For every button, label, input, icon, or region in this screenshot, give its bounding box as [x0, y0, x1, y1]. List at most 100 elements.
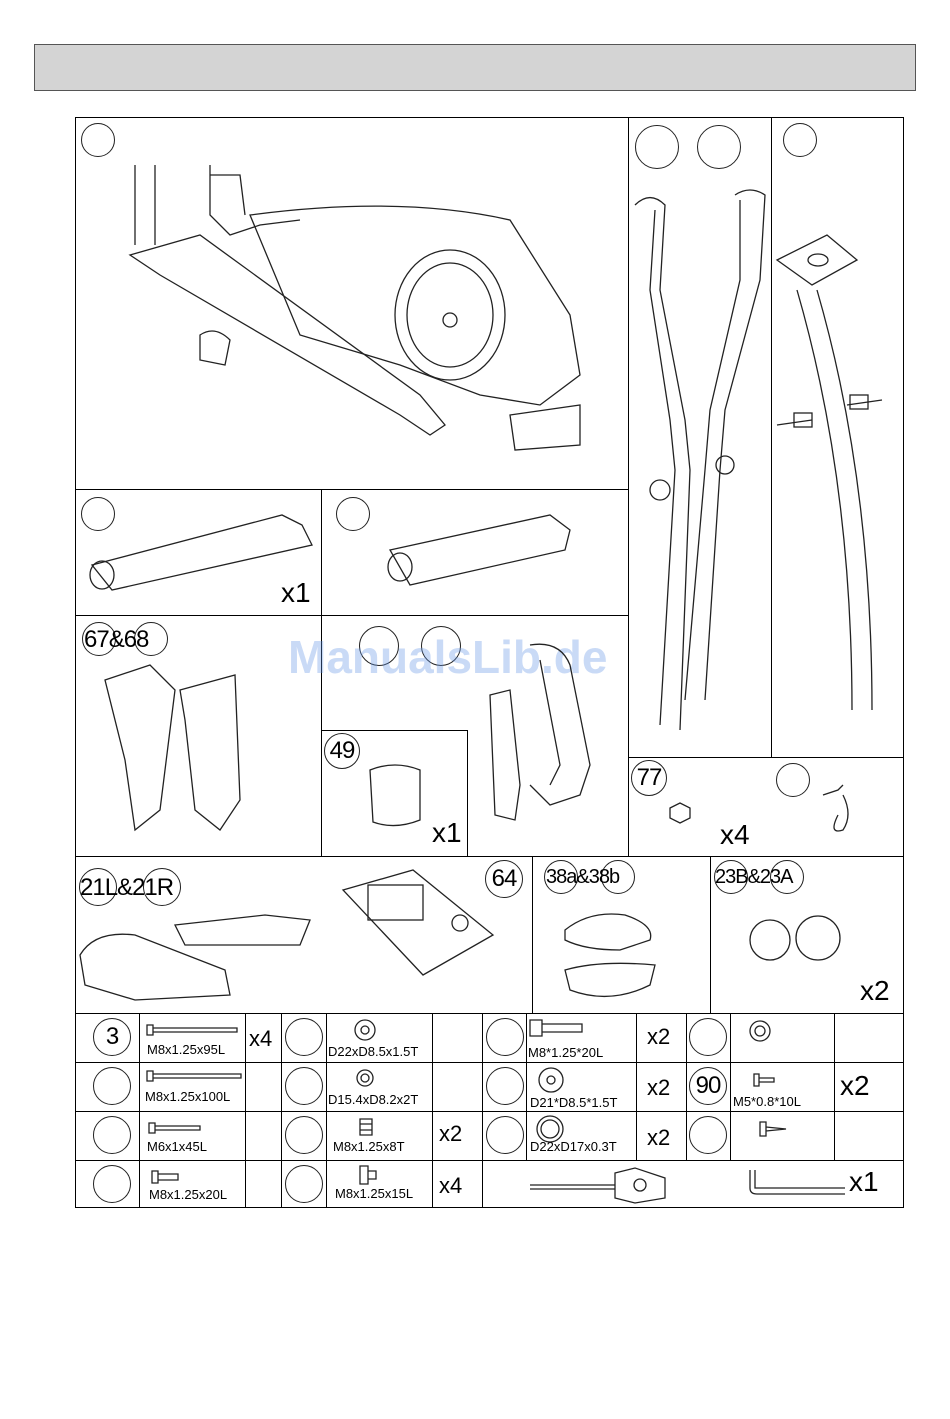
- grid-line: [321, 730, 467, 731]
- screw-m5-icon: [752, 1072, 776, 1088]
- washer-icon: [748, 1019, 772, 1043]
- part-circle-77: 77: [631, 760, 667, 796]
- grid-line: [75, 1013, 904, 1014]
- qty-nut-15: x4: [439, 1173, 462, 1199]
- grid-line: [75, 489, 628, 490]
- qty-77: x4: [720, 819, 750, 851]
- hw-circle: [486, 1116, 524, 1154]
- grid-line: [326, 1013, 327, 1208]
- hw-circle: [93, 1067, 131, 1105]
- grid-line: [281, 1013, 282, 1208]
- qty-m8-20: x2: [647, 1024, 670, 1050]
- grid-line: [432, 1013, 433, 1208]
- console-mast-illustration: [772, 230, 897, 750]
- hw-circle: [486, 1067, 524, 1105]
- grid-line: [526, 1013, 527, 1160]
- part-circle-49: 49: [324, 733, 360, 769]
- nut-8-icon: [358, 1117, 374, 1137]
- grid-line: [686, 1013, 687, 1160]
- cable-illustration: [818, 775, 863, 840]
- covers-38-illustration: [560, 910, 660, 1010]
- grid-line: [834, 1013, 835, 1160]
- spec-screw-m5: M5*0.8*10L: [733, 1094, 801, 1109]
- grid-line: [75, 615, 628, 616]
- part-number-circle: [635, 125, 679, 169]
- hw-circle: [285, 1067, 323, 1105]
- grid-line: [730, 1013, 731, 1160]
- grid-line: [532, 856, 533, 1013]
- handle-bar-illustration: [470, 635, 610, 830]
- tapping-screw-icon: [758, 1120, 788, 1138]
- nut-15-icon: [358, 1164, 378, 1186]
- qty-bolt-95: x4: [249, 1026, 272, 1052]
- hw-circle-90: 90: [689, 1067, 727, 1105]
- grid-line: [482, 1013, 483, 1208]
- part-number-circle: [336, 497, 370, 531]
- hw-circle: [285, 1165, 323, 1203]
- part-number-circle: [776, 763, 810, 797]
- part-label-67-68: 67&68: [84, 626, 148, 654]
- spec-washer-d22: D22xD8.5x1.5T: [328, 1044, 418, 1059]
- header-bar: [34, 44, 916, 91]
- multi-wrench-icon: [525, 1163, 675, 1203]
- part-label-38: 38a&38b: [546, 866, 619, 889]
- part-number-circle: [697, 125, 741, 169]
- spec-bolt-45: M6x1x45L: [147, 1139, 207, 1154]
- grid-line: [75, 1062, 904, 1063]
- hw-circle: [689, 1116, 727, 1154]
- hw-circle: [689, 1018, 727, 1056]
- spec-nut-8: M8x1.25x8T: [333, 1139, 405, 1154]
- grid-line: [467, 730, 468, 856]
- qty-23: x2: [860, 975, 890, 1007]
- qty-d21: x2: [647, 1075, 670, 1101]
- part-49-illustration: [365, 760, 430, 832]
- washer-d22-17-icon: [535, 1114, 565, 1144]
- hw-circle: [486, 1018, 524, 1056]
- part-number-circle: [783, 123, 817, 157]
- washer-d21-icon: [537, 1066, 565, 1094]
- rear-stabilizer-illustration: [380, 505, 580, 585]
- spec-bolt-20: M8x1.25x20L: [149, 1187, 227, 1202]
- spec-nut-15: M8x1.25x15L: [335, 1186, 413, 1201]
- part-label-23: 23B&23A: [715, 866, 793, 889]
- hw-circle: [93, 1165, 131, 1203]
- grid-line: [628, 757, 904, 758]
- covers-67-68-illustration: [100, 660, 250, 840]
- caps-23-illustration: [750, 910, 850, 970]
- grid-line: [628, 117, 629, 857]
- qty-nut-8: x2: [439, 1121, 462, 1147]
- spec-bolt-100: M8x1.25x100L: [145, 1089, 230, 1104]
- bolt-20-icon: [150, 1168, 180, 1186]
- spec-washer-d15: D15.4xD8.2x2T: [328, 1092, 418, 1107]
- spec-bolt-m8-20: M8*1.25*20L: [528, 1045, 603, 1060]
- bolt-100-icon: [145, 1068, 243, 1084]
- qty-d22-17: x2: [647, 1125, 670, 1151]
- front-stabilizer-illustration: [82, 505, 317, 595]
- console-64-illustration: [338, 865, 498, 980]
- main-frame-illustration: [100, 135, 620, 475]
- part-label-21: 21L&21R: [80, 874, 173, 902]
- spec-bolt-95: M8x1.25x95L: [147, 1042, 225, 1057]
- hw-circle: [285, 1018, 323, 1056]
- bolt-45-icon: [147, 1120, 202, 1136]
- allen-key-icon: [745, 1168, 850, 1198]
- qty-tools: x1: [849, 1166, 879, 1198]
- spec-washer-d21: D21*D8.5*1.5T: [530, 1095, 617, 1110]
- grid-line: [636, 1013, 637, 1160]
- grid-line: [139, 1013, 140, 1208]
- handlebars-illustration: [630, 180, 770, 740]
- grid-line: [75, 1111, 904, 1112]
- hw-circle-3: 3: [93, 1018, 131, 1056]
- bolt-95-icon: [145, 1022, 240, 1038]
- part-77-illustration: [665, 798, 695, 828]
- qty-49: x1: [432, 817, 462, 849]
- grid-line: [710, 856, 711, 1013]
- hw-circle: [285, 1116, 323, 1154]
- hw-circle: [93, 1116, 131, 1154]
- grid-line: [75, 856, 904, 857]
- qty-90: x2: [840, 1070, 870, 1102]
- grid-line: [245, 1013, 246, 1208]
- grid-line: [75, 1160, 904, 1161]
- bolt-m8-20-icon: [528, 1018, 584, 1038]
- washer-d22-icon: [352, 1018, 378, 1042]
